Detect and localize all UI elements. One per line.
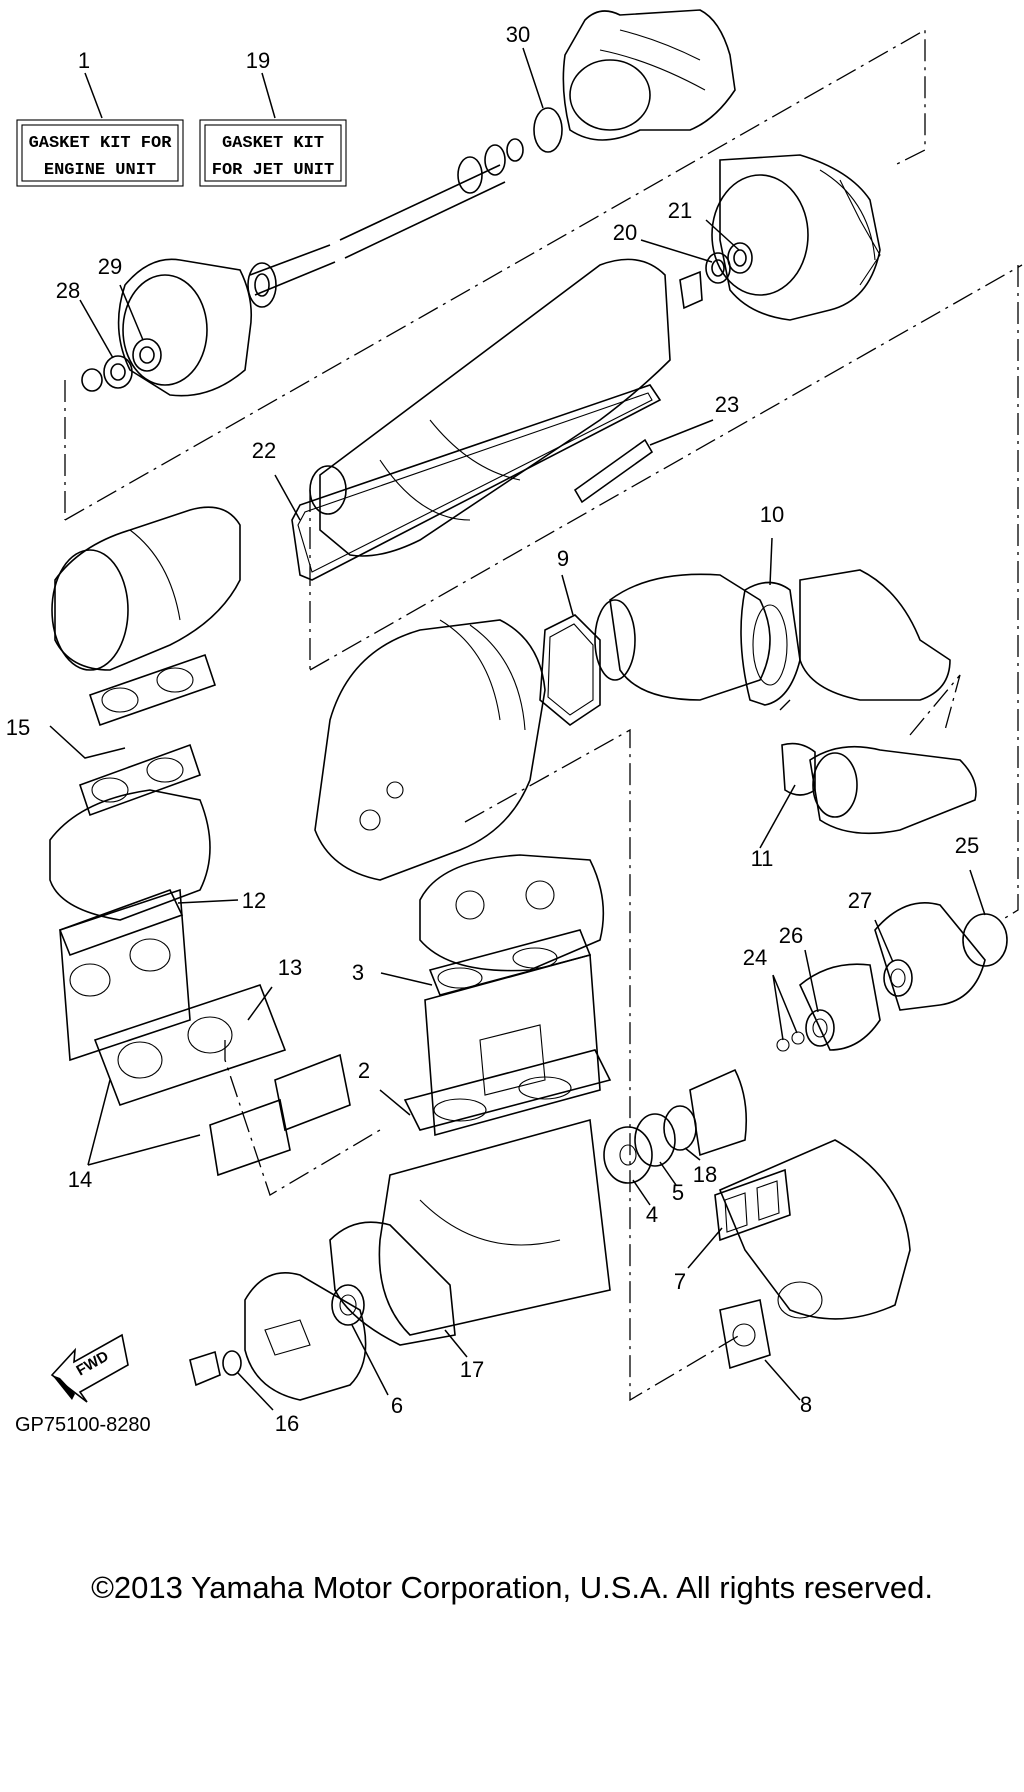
callout-1: 1: [78, 48, 90, 73]
copyright-notice: ©2013 Yamaha Motor Corporation, U.S.A. A…: [91, 1570, 933, 1605]
intake-gaskets-13: [93, 983, 287, 1107]
bearings-20-21: [679, 242, 753, 310]
callout-18: 18: [693, 1162, 717, 1187]
callout-26: 26: [779, 923, 803, 948]
exhaust-manifold-rear: [718, 1139, 911, 1320]
coupling-4-5-18: [603, 1068, 748, 1184]
jet-kit-line2: FOR JET UNIT: [212, 161, 334, 180]
callout-9: 9: [557, 546, 569, 571]
bearing-28: [81, 355, 133, 392]
forward-direction-arrow: FWD: [50, 1333, 129, 1403]
pump-housing-lower: [799, 901, 986, 1051]
intake-housing: [117, 258, 253, 397]
callout-25: 25: [955, 833, 979, 858]
callout-23: 23: [715, 392, 739, 417]
callout-12: 12: [242, 888, 266, 913]
jet-kit-line1: GASKET KIT: [222, 134, 324, 153]
gasket-17: [329, 1221, 456, 1346]
exhaust-pipe-mid: [594, 573, 771, 701]
callout-17: 17: [460, 1357, 484, 1382]
strip-23: [573, 438, 654, 504]
callout-29: 29: [98, 254, 122, 279]
callout-19: 19: [246, 48, 270, 73]
callout-13: 13: [278, 955, 302, 980]
callout-24: 24: [743, 945, 767, 970]
cylinder-head: [419, 854, 605, 972]
callout-2: 2: [358, 1058, 370, 1083]
callout-5: 5: [672, 1180, 684, 1205]
exhaust-gasket-22: [291, 384, 662, 581]
pump-seals-24-26-27: [776, 959, 913, 1052]
jet-pump-housing: [711, 154, 881, 321]
reed-valves-14: [209, 1053, 351, 1177]
callout-22: 22: [252, 438, 276, 463]
base-gasket-2: [403, 1049, 612, 1131]
gasket-12: [58, 889, 184, 957]
gasket-8: [719, 1299, 771, 1370]
callout-8: 8: [800, 1392, 812, 1417]
gasket-9: [539, 614, 601, 726]
cylinder-head-gaskets-15: [78, 653, 217, 817]
flywheel-cover: [244, 1271, 367, 1401]
crankcase-left: [49, 789, 211, 1062]
callout-3: 3: [352, 960, 364, 985]
gasket-10: [740, 581, 801, 706]
callout-15: 15: [6, 715, 30, 740]
gasket-7: [714, 1168, 791, 1242]
engine-kit-line1: GASKET KIT FOR: [29, 134, 173, 153]
callout-20: 20: [613, 220, 637, 245]
callout-28: 28: [56, 278, 80, 303]
callout-10: 10: [760, 502, 784, 527]
leader-lines: [49, 47, 986, 1411]
cylinder-block: [424, 953, 601, 1137]
o-ring-30: [533, 107, 563, 153]
exhaust-manifold: [314, 619, 546, 881]
callout-6: 6: [391, 1393, 403, 1418]
assembly-reference-lines: [64, 28, 1023, 1402]
jet-gasket-kit-label: GASKET KIT FOR JET UNIT: [199, 119, 347, 187]
water-box-outlet: [799, 569, 977, 835]
callout-11: 11: [751, 846, 774, 871]
gasket-16: [189, 1350, 242, 1387]
exhaust-chamber: [309, 258, 671, 557]
engine-kit-line2: ENGINE UNIT: [44, 161, 156, 180]
gasket-11: [781, 742, 816, 796]
impeller-shaft: [247, 138, 524, 308]
callout-16: 16: [275, 1411, 299, 1436]
crankcase: [378, 1118, 611, 1336]
jet-pump-nozzle: [562, 9, 736, 141]
callout-21: 21: [668, 198, 692, 223]
diagram-reference-code: GP75100-8280: [15, 1414, 151, 1436]
callout-numbers: 1 19 30 21 20 28 29 23 22 9 10 15 11 25 …: [6, 22, 979, 1436]
exhaust-pipe-elbow: [51, 506, 241, 671]
callout-27: 27: [848, 888, 872, 913]
callout-30: 30: [506, 22, 530, 47]
callout-14: 14: [68, 1167, 92, 1192]
callout-4: 4: [646, 1202, 658, 1227]
callout-7: 7: [674, 1269, 686, 1294]
bearing-29: [132, 338, 162, 372]
engine-gasket-kit-label: GASKET KIT FOR ENGINE UNIT: [16, 119, 184, 187]
oil-seal-6: [331, 1284, 365, 1326]
